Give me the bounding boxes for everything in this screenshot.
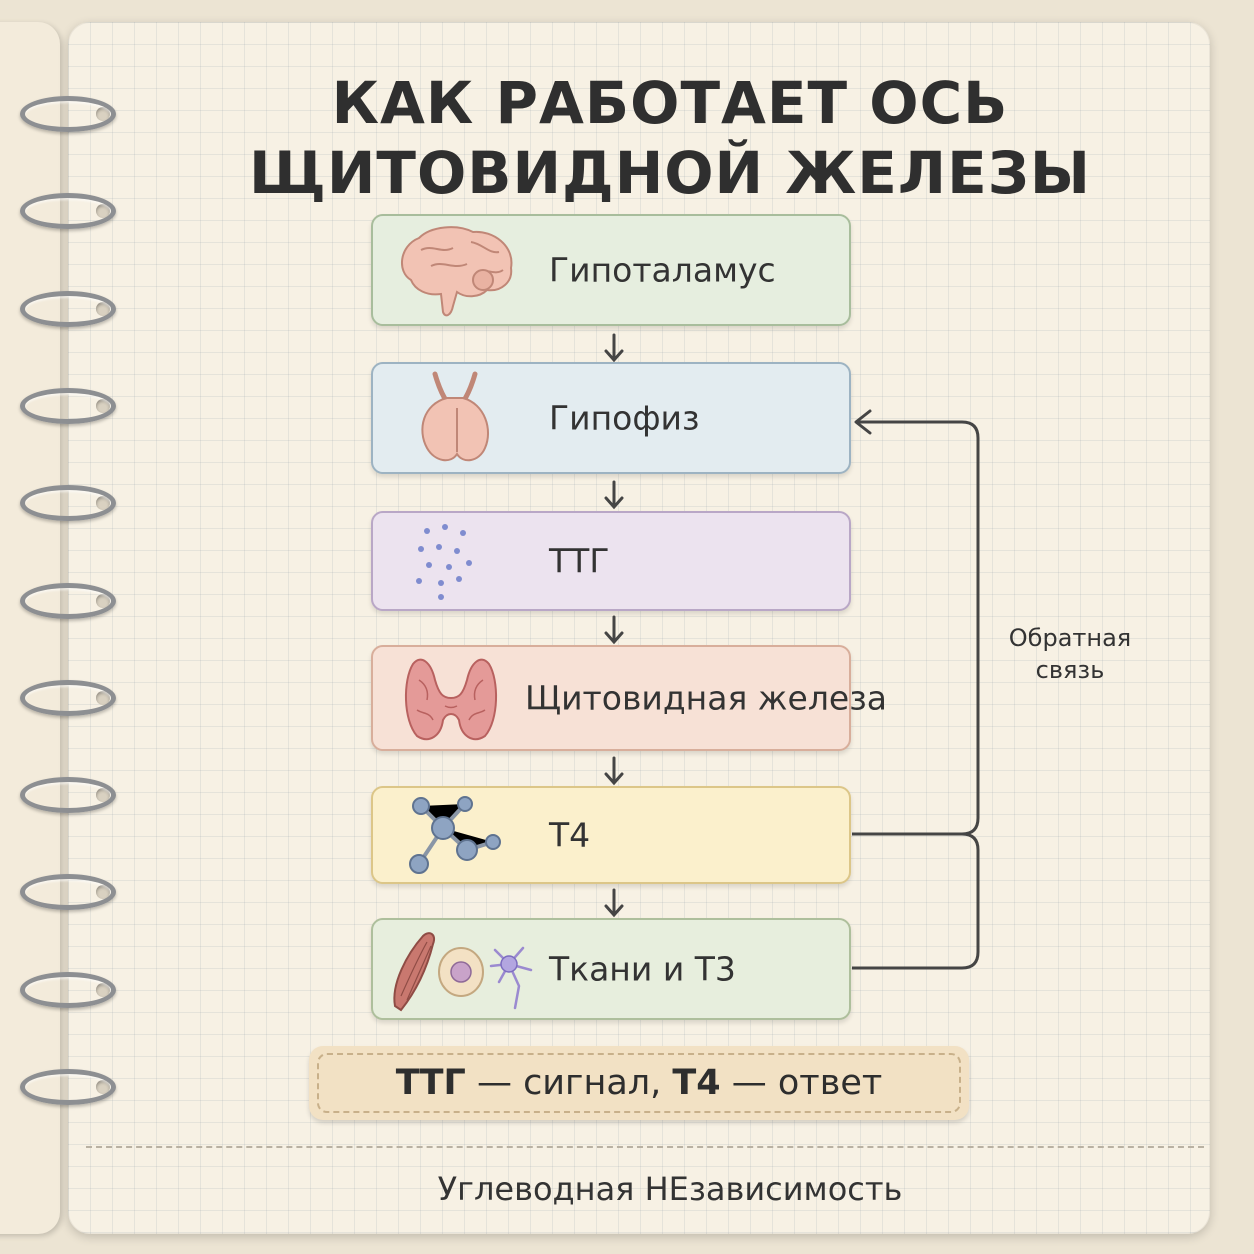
step-tsh: ТТГ (371, 511, 851, 611)
arrow-down-icon (604, 888, 624, 918)
title-line-1: КАК РАБОТАЕТ ОСЬ (331, 69, 1009, 137)
binding-ring (20, 1069, 116, 1105)
footer-divider (86, 1146, 1204, 1148)
title-line-2: ЩИТОВИДНОЙ ЖЕЛЕЗЫ (249, 139, 1091, 207)
binding-ring (20, 679, 116, 716)
arrow-down-icon (604, 480, 624, 510)
binding-ring (20, 193, 116, 230)
binding-ring (20, 874, 116, 911)
summary-tsh: ТТГ (395, 1063, 466, 1103)
feedback-label: Обратная связь (1008, 624, 1132, 684)
step-label: Гипоталамус (549, 250, 776, 290)
binding-ring (20, 387, 116, 424)
step-t4: Т4 (371, 786, 851, 884)
step-tissues-t3: Ткани и Т3 (371, 918, 851, 1020)
binding-ring (20, 777, 116, 814)
step-label: Щитовидная железа (525, 678, 888, 718)
feedback-line-from-t4 (852, 420, 980, 836)
page-title: КАК РАБОТАЕТ ОСЬ ЩИТОВИДНОЙ ЖЕЛЕЗЫ (150, 68, 1190, 208)
neuron-icon (489, 946, 533, 1010)
muscle-fiber-icon (393, 932, 435, 1012)
binding-ring (20, 485, 116, 522)
summary-response: — ответ (720, 1063, 883, 1103)
molecule-icon (409, 796, 501, 874)
summary-text: ТТГ — сигнал, Т4 — ответ (317, 1053, 961, 1113)
thyroid-gland-icon (404, 658, 498, 741)
step-pituitary: Гипофиз (371, 362, 851, 474)
tissue-cells-icon (393, 932, 533, 1012)
summary-card: ТТГ — сигнал, Т4 — ответ (309, 1046, 969, 1120)
binding-ring (20, 971, 116, 1008)
summary-t4: Т4 (672, 1063, 721, 1103)
step-thyroid-gland: Щитовидная железа (371, 645, 887, 751)
arrow-down-icon (604, 333, 624, 363)
summary-signal: — сигнал, (465, 1063, 673, 1103)
step-label: Т4 (549, 815, 591, 855)
binding-ring (20, 96, 116, 132)
arrow-down-icon (604, 615, 624, 645)
step-label: Ткани и Т3 (549, 949, 736, 989)
step-hypothalamus: Гипоталамус (371, 214, 851, 326)
hormone-particles-icon (416, 524, 472, 600)
brain-icon (401, 226, 513, 317)
footer-brand: Углеводная НЕзависимость (437, 1170, 903, 1208)
binding-ring (20, 290, 116, 327)
feedback-line-from-tissues (852, 832, 980, 970)
pituitary-gland-icon (421, 371, 489, 462)
step-label: Гипофиз (549, 398, 700, 438)
binding-ring (20, 582, 116, 619)
arrow-down-icon (604, 756, 624, 786)
feedback-arrowhead (854, 409, 872, 435)
step-label: ТТГ (549, 541, 610, 581)
